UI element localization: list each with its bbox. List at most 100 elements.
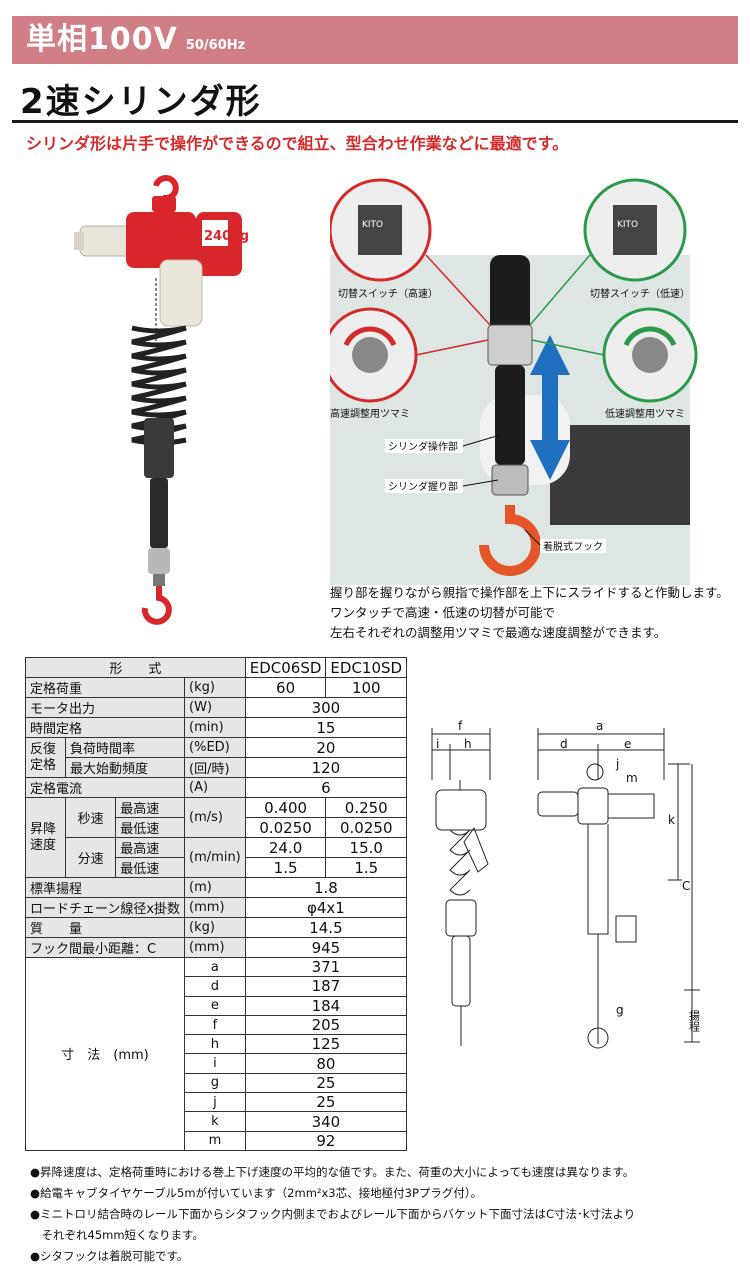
row-value: 24.0 (244, 837, 327, 858)
row-unit: (min) (184, 717, 246, 738)
header-frequency: 50/60Hz (185, 38, 246, 53)
dim-label-g: g (616, 1003, 624, 1017)
row-label: 最大始動頻度 (64, 757, 186, 778)
row-group-label: 昇降速度 (25, 797, 66, 878)
table-row: 時間定格 (min) 15 (24, 717, 408, 738)
row-label: 標準揚程 (24, 877, 186, 898)
capacity-badge: 240kg (204, 229, 249, 244)
table-row: ロードチェーン線径x掛数 (mm) φ4x1 (24, 897, 408, 918)
row-unit: (m/s) (184, 797, 246, 838)
row-value: 1.8 (244, 877, 408, 898)
dim-value: 340 (244, 1111, 408, 1132)
table-row: 最低速 1.5 1.5 (26, 857, 408, 878)
table-row: 標準揚程 (m) 1.8 (24, 877, 408, 898)
label-switch-low: 切替スイッチ（低速） (590, 287, 690, 300)
brand-label-right: KITO (617, 220, 638, 230)
dim-label-e: e (624, 737, 631, 751)
row-label: 定格荷重 (24, 677, 186, 698)
row-value: 1.5 (325, 857, 408, 878)
row-value: φ4x1 (244, 897, 408, 918)
dim-key: m (184, 1130, 246, 1151)
row-value: 100 (325, 677, 408, 698)
row-unit: (回/時) (184, 757, 246, 778)
dim-label-f: f (458, 720, 463, 733)
note-line: ●給電キャブタイヤケーブル5mが付いています（2mm²x3芯、接地極付3Pプラグ… (30, 1186, 483, 1200)
caption-line: ワンタッチで高速・低速の切替が可能で (330, 605, 556, 620)
label-switch-high: 切替スイッチ（高速） (338, 287, 438, 300)
dim-value: 371 (244, 956, 408, 978)
dim-value: 187 (244, 976, 408, 997)
dim-label-h: h (464, 737, 472, 751)
dim-value: 25 (244, 1092, 408, 1113)
row-unit: (A) (184, 777, 246, 798)
table-row: 最大始動頻度 (回/時) 120 (26, 757, 408, 778)
row-label: 最高速 (115, 797, 186, 818)
dim-label-m: m (626, 771, 638, 785)
row-subgroup-label: 分速 (64, 837, 117, 878)
dim-label-C: C (682, 879, 690, 893)
page-title: 2速シリンダ形 (20, 82, 262, 122)
row-value: 120 (244, 757, 408, 778)
caption-line: 左右それぞれの調整用ツマミで最適な速度調整ができます。 (330, 625, 667, 640)
row-value: 0.400 (244, 797, 327, 818)
row-unit: (kg) (184, 677, 246, 698)
title-divider (12, 120, 738, 123)
row-value: 14.5 (244, 917, 408, 938)
row-value: 0.0250 (244, 817, 327, 838)
label-cylinder-op: シリンダ操作部 (388, 440, 458, 453)
row-value: 15.0 (325, 837, 408, 858)
row-value: 0.250 (325, 797, 408, 818)
row-value: 945 (244, 937, 408, 958)
row-unit: (kg) (184, 917, 246, 938)
row-value: 15 (244, 717, 408, 738)
dim-label-k: k (668, 813, 675, 827)
dim-label-a: a (596, 720, 603, 733)
dimension-label: 寸 法 (mm) (24, 957, 186, 1151)
dim-key: g (184, 1072, 246, 1094)
table-row: モータ出力 (W) 300 (24, 697, 408, 718)
row-label: 定格電流 (24, 777, 186, 798)
row-label: ロードチェーン線径x掛数 (24, 897, 186, 918)
spec-table: 形 式 EDC06SD EDC10SD 定格荷重 (kg) 60 100 モータ… (24, 657, 408, 1151)
dim-key: a (184, 956, 246, 978)
note-line: ●シタフックは着脱可能です。 (30, 1249, 189, 1263)
row-subgroup-label: 秒速 (64, 797, 117, 838)
dim-key: j (184, 1092, 246, 1113)
label-knob-low: 低速調整用ツマミ (605, 407, 685, 420)
row-label: フック間最小距離：C (24, 937, 186, 958)
header-banner: 単相100V 50/60Hz (12, 16, 738, 64)
row-value: 1.5 (244, 857, 327, 878)
table-row: 定格荷重 (kg) 60 100 (24, 677, 408, 698)
row-unit: (W) (184, 697, 246, 718)
row-label: 最低速 (115, 857, 186, 878)
row-value: 0.0250 (325, 817, 408, 838)
table-row: 形 式 EDC06SD EDC10SD (25, 657, 408, 678)
demo-caption: 握り部を握りながら親指で操作部を上下にスライドすると作動します。 ワンタッチで高… (330, 583, 729, 643)
dim-key: f (184, 1014, 246, 1036)
row-label: 時間定格 (24, 717, 186, 738)
dim-key: e (184, 995, 246, 1016)
note-line: ●ミニトロリ結合時のレール下面からシタフック内側までおよびレール下面からバケット… (30, 1207, 636, 1221)
model-1: EDC06SD (244, 657, 327, 678)
dim-label-d: d (560, 737, 568, 751)
dim-label-lift: 揚程 (688, 1010, 701, 1033)
row-label: 最低速 (115, 817, 186, 838)
row-value: 60 (244, 677, 327, 698)
row-group-label: 反復定格 (25, 737, 66, 778)
label-knob-high: 高速調整用ツマミ (330, 407, 410, 420)
table-row: 定格電流 (A) 6 (24, 777, 408, 798)
label-cylinder-grip: シリンダ握り部 (388, 480, 458, 493)
dim-value: 80 (244, 1053, 408, 1074)
dim-key: k (184, 1111, 246, 1132)
dim-label-i: i (436, 737, 439, 751)
row-label: 負荷時間率 (64, 737, 186, 758)
row-unit: (mm) (184, 897, 246, 918)
table-row: 寸 法 (mm) a 371 (24, 956, 408, 1151)
row-value: 6 (244, 777, 408, 798)
dim-value: 125 (244, 1034, 408, 1055)
